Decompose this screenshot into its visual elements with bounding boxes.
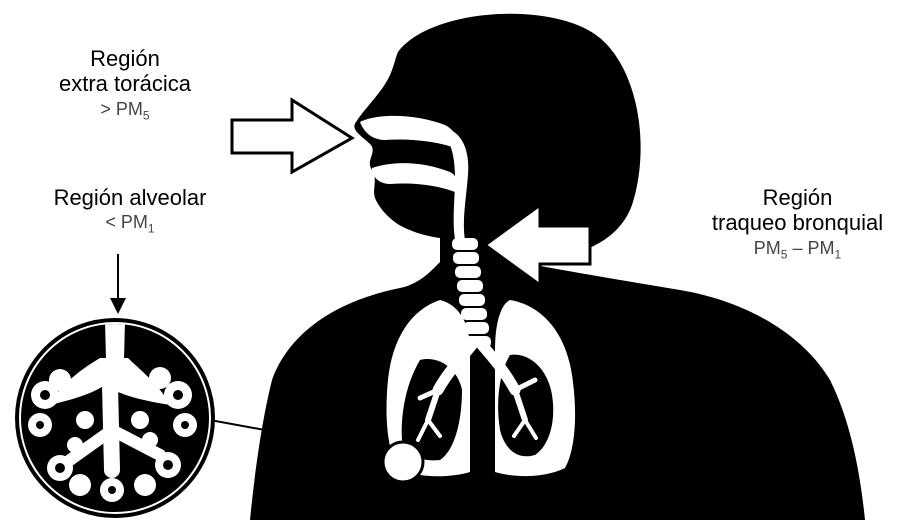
lung-zoom-marker [383, 442, 423, 482]
traqueo-size-b-sub: 1 [835, 247, 842, 261]
alveolar-title: Región alveolar [10, 185, 250, 210]
extra-toracica-arrow [232, 100, 352, 172]
label-extra-toracica: Región extra torácica > PM5 [20, 46, 230, 123]
traqueo-title-line2: traqueo bronquial [690, 210, 905, 235]
extra-toracica-size-prefix: > PM [100, 99, 143, 119]
extra-toracica-title-line1: Región [20, 46, 230, 71]
label-alveolar: Región alveolar < PM1 [10, 185, 250, 237]
alveolar-size: < PM1 [10, 212, 250, 236]
extra-toracica-size-sub: 5 [143, 108, 150, 122]
label-traqueo-bronquial: Región traqueo bronquial PM5 – PM1 [690, 185, 905, 262]
alveolar-down-arrow [110, 254, 126, 314]
alveolar-size-sub: 1 [148, 222, 155, 236]
traqueo-title-line1: Región [690, 185, 905, 210]
alveolar-size-prefix: < PM [105, 212, 148, 232]
traqueo-size-dash: – [787, 238, 807, 258]
traqueo-size-b: PM [808, 238, 835, 258]
traqueo-size-a: PM [754, 238, 781, 258]
alveolar-zoom-circle [17, 320, 213, 516]
extra-toracica-size: > PM5 [20, 99, 230, 123]
extra-toracica-title-line2: extra torácica [20, 71, 230, 96]
traqueo-size: PM5 – PM1 [690, 238, 905, 262]
